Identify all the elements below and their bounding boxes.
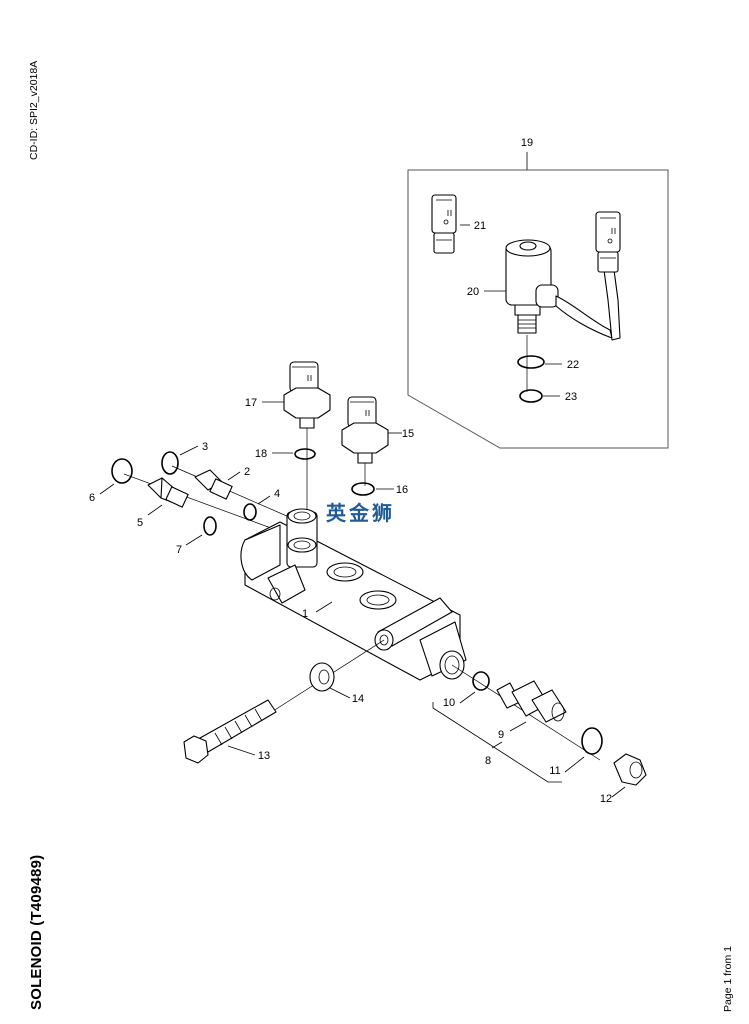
callout-8: 8: [485, 755, 491, 767]
callout-3: 3: [202, 441, 208, 453]
callout-5: 5: [137, 517, 143, 529]
callout-23: 23: [565, 391, 577, 403]
callout-4: 4: [274, 488, 280, 500]
manifold-1: [240, 508, 467, 681]
callout-21: 21: [474, 220, 486, 232]
callout-16: 16: [396, 484, 408, 496]
kit-19-box: [407, 152, 669, 449]
callout-10: 10: [443, 697, 455, 709]
solenoid-20: [484, 211, 621, 341]
watermark-logo: 英金狮: [326, 501, 395, 525]
callout-13: 13: [258, 750, 270, 762]
callout-17: 17: [245, 397, 257, 409]
valve-kit-8: [432, 664, 647, 798]
callout-7: 7: [176, 544, 182, 556]
callout-12: 12: [600, 793, 612, 805]
callout-6: 6: [89, 492, 95, 504]
callout-19: 19: [521, 137, 533, 149]
callout-9: 9: [498, 729, 504, 741]
rings-22-23: [517, 335, 562, 403]
callout-2: 2: [244, 466, 250, 478]
callout-labels: 1 2 3 4 5 6 7 8 9 10 11 12 13 14 15 16 1…: [89, 137, 612, 805]
callout-18: 18: [255, 448, 267, 460]
connector-21: [431, 194, 470, 254]
callout-1: 1: [302, 608, 308, 620]
callout-14: 14: [352, 693, 364, 705]
sensor-17: [262, 361, 331, 515]
callout-22: 22: [567, 359, 579, 371]
left-fittings: [99, 445, 297, 546]
callout-20: 20: [467, 286, 479, 298]
sensor-15: [341, 396, 402, 496]
callout-11: 11: [549, 765, 560, 777]
callout-15: 15: [402, 428, 414, 440]
bolt-13-washer-14: [183, 639, 385, 764]
